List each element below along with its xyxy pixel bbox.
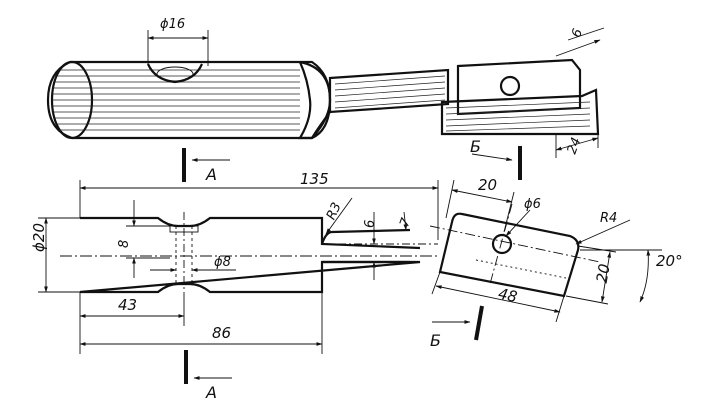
dim-top-hole-dia: ϕ16 [160,17,185,32]
ortho-dim-43: 43 [79,292,185,326]
plate-dim-20-top: 20 [445,176,515,233]
ortho-dim-6: 6 [363,212,378,280]
ortho-dim-86: 86 [79,292,323,354]
view-label-a-bottom: A [205,383,217,402]
iso-neck [311,68,450,139]
ortho-dim-dia20: ϕ20 [30,217,80,293]
plate-dim-angle: 20° [580,249,683,303]
dim-plate-height: 20 [593,262,614,284]
plate-section-b: Б [430,305,484,350]
dim-step-7: 7 [397,215,414,229]
view-label-b-bottom: Б [430,331,441,350]
plate-dim-dia6: ϕ6 [505,197,541,237]
iso-end-plate [440,58,600,136]
view-label-a-top: A [205,165,217,184]
plate-dim-20-right: 20 [565,245,617,305]
ortho-dim-7: 7 [388,211,414,231]
plate-dim-r4: R4 [575,211,631,245]
iso-cylinder-shading [52,69,300,131]
dim-plate-length: 48 [497,285,519,307]
dim-body-dia: ϕ20 [30,223,48,252]
dim-radius-r3: R3 [324,200,345,222]
dim-iso-thickness: 6 [569,27,586,40]
plate-outline [438,212,580,298]
iso-handle-cylinder [46,60,332,140]
ortho-section-a: A [184,350,232,402]
dim-plate-width: 20 [478,176,497,194]
plate-view: 20 ϕ6 R4 20 20° 48 [429,176,683,350]
ortho-dim-dia8: ϕ8 [150,255,236,272]
dim-pin-dia: ϕ8 [214,255,231,270]
view-label-b-top: Б [470,137,481,156]
iso-dim-dia16: ϕ16 [147,17,209,66]
iso-plate-hole [499,75,521,97]
iso-section-markers: A Б [182,137,522,184]
dim-total-length: 135 [300,170,329,188]
ortho-dim-135: 135 [79,170,439,240]
dim-iso-width: 24 [565,136,585,157]
ortho-dim-r3: R3 [324,197,353,235]
dim-hole-dia: ϕ6 [524,197,541,212]
dim-slot-width: 8 [117,240,132,248]
plate-dim-48: 48 [431,271,565,323]
dim-pos-43: 43 [118,296,137,314]
ortho-dim-8: 8 [117,200,170,278]
ortho-body-outline [79,216,421,294]
dim-angle: 20° [656,252,683,270]
orthographic-view: 135 R3 6 7 ϕ20 [30,170,440,402]
iso-hole-cut [146,63,204,84]
isometric-view: ϕ16 6 24 A Б [46,17,605,184]
dim-thickness-6: 6 [363,220,378,228]
dim-len-86: 86 [212,324,231,342]
plate-hole [491,233,513,255]
dim-radius-r4: R4 [600,211,617,226]
